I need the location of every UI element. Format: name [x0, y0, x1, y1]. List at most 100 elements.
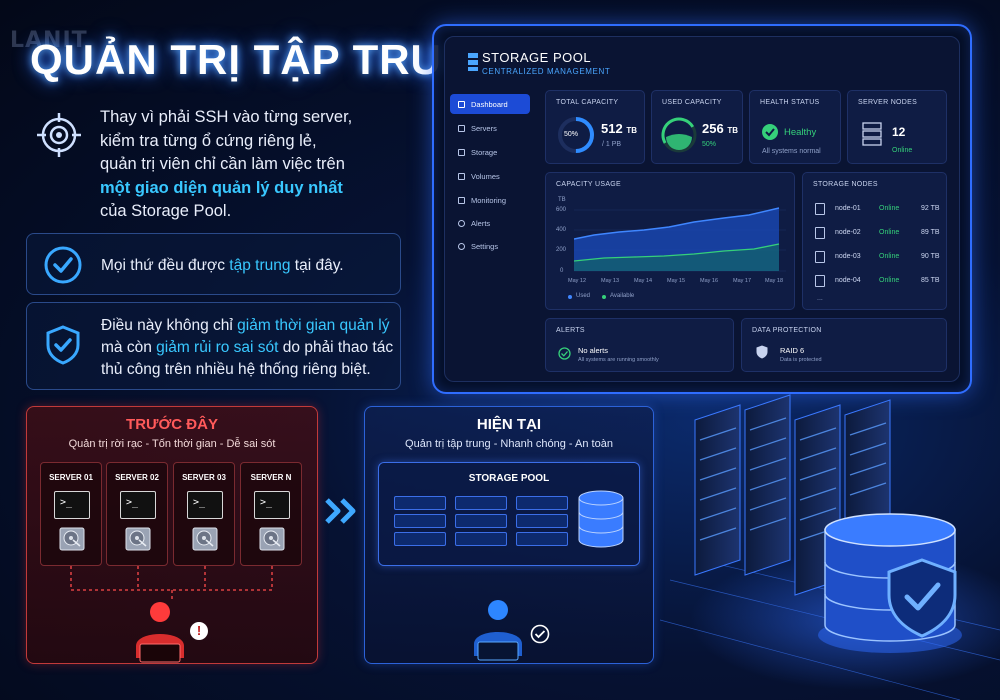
server-icon [815, 227, 825, 239]
storage-stack-icon [468, 53, 478, 71]
total-capacity-value: 512 TB [601, 121, 637, 136]
list-item[interactable]: node-02 Online 89 TB [815, 223, 950, 243]
server-nodes-card[interactable]: SERVER NODES 12 Online [847, 90, 947, 164]
risk-card: Điều này không chỉ giảm thời gian quản l… [26, 302, 401, 390]
server-icon [815, 203, 825, 215]
dashboard-sidebar: Dashboard Servers Storage Volumes Monito… [450, 90, 532, 370]
health-status-sub: All systems normal [762, 148, 821, 155]
card1-post: tại đây. [290, 257, 344, 274]
bell-icon [458, 219, 465, 227]
legend-available-dot [602, 295, 606, 299]
server-nodes-label: SERVER NODES [858, 99, 918, 106]
dashboard-subtitle: CENTRALIZED MANAGEMENT [482, 67, 611, 76]
watermark-logo: LANIT [10, 28, 88, 53]
health-status-label: HEALTH STATUS [760, 99, 820, 106]
server-nodes-sub: Online [892, 147, 913, 154]
storage-pool-title: STORAGE POOL [468, 473, 550, 484]
server-name: SERVER 02 [115, 473, 159, 482]
health-status-card[interactable]: HEALTH STATUS Healthy All systems normal [749, 90, 841, 164]
capacity-usage-card[interactable]: CAPACITY USAGE TB 600 400 200 0 May 12 M… [545, 172, 795, 310]
sidebar-item-volumes[interactable]: Volumes [450, 166, 530, 186]
shield-check-icon [887, 558, 957, 638]
server-card: SERVER 01 >_ [40, 462, 102, 566]
capacity-usage-label: CAPACITY USAGE [556, 181, 622, 188]
monitor-icon [458, 196, 465, 204]
server-icon [815, 251, 825, 263]
x-tick: May 18 [765, 278, 784, 284]
intro-line: kiểm tra từng ổ cứng riêng lẻ, [100, 131, 317, 150]
admin-user-red-icon [136, 602, 184, 663]
risk-text: Điều này không chỉ giảm thời gian quản l… [101, 315, 393, 381]
rack-unit [394, 514, 446, 528]
total-capacity-percent: 50% [564, 131, 579, 138]
check-circle-icon [762, 124, 778, 140]
list-item[interactable]: node-04 Online 85 TB [815, 271, 950, 291]
value: 512 [601, 121, 623, 136]
terminal-icon: >_ [54, 491, 90, 519]
shield-check-icon [46, 325, 80, 365]
sidebar-item-monitoring[interactable]: Monitoring [450, 190, 530, 210]
centralized-card: Mọi thứ đều được tập trung tại đây. [26, 233, 401, 295]
home-icon [458, 100, 465, 108]
list-item[interactable]: node-03 Online 90 TB [815, 247, 950, 267]
storage-nodes-label: STORAGE NODES [813, 181, 878, 188]
sidebar-item-label: Alerts [471, 218, 491, 228]
sidebar-item-label: Servers [471, 123, 497, 133]
target-icon [37, 113, 81, 157]
intro-line: Thay vì phải SSH vào từng server, [100, 108, 353, 126]
rack-unit [455, 514, 507, 528]
node-name: node-02 [835, 229, 861, 236]
rack-unit [516, 496, 568, 510]
more-nodes[interactable]: ... [817, 295, 823, 302]
x-tick: May 14 [634, 278, 653, 284]
warning-icon: ! [190, 622, 208, 640]
server-rack-icon [862, 122, 882, 146]
data-protection-card[interactable]: DATA PROTECTION RAID 6 Data is protected [741, 318, 947, 372]
health-status-value: Healthy [784, 127, 817, 138]
legend-used[interactable]: Used [576, 293, 591, 299]
hard-drive-icon [192, 527, 218, 551]
sidebar-item-alerts[interactable]: Alerts [450, 213, 530, 233]
node-name: node-03 [835, 253, 861, 260]
storage-nodes-card[interactable]: STORAGE NODES node-01 Online 92 TB node-… [802, 172, 947, 310]
total-capacity-ring [558, 117, 594, 153]
intro-line: của Storage Pool. [100, 202, 232, 220]
storage-icon [458, 148, 465, 156]
dashboard-title: STORAGE POOL [482, 50, 592, 65]
chart-unit: TB [558, 197, 566, 203]
intro-text: Thay vì phải SSH vào từng server, kiểm t… [100, 106, 400, 224]
rack-unit [394, 496, 446, 510]
node-size: 85 TB [921, 277, 940, 284]
y-tick: 200 [556, 247, 567, 253]
legend-used-dot [568, 295, 572, 299]
now-title: HIỆN TẠI [476, 416, 542, 433]
alerts-card[interactable]: ALERTS No alerts All systems are running… [545, 318, 734, 372]
server-name: SERVER 01 [49, 473, 93, 482]
list-item[interactable]: node-01 Online 92 TB [815, 199, 950, 219]
total-capacity-label: TOTAL CAPACITY [556, 99, 619, 106]
volume-icon [458, 172, 465, 180]
total-capacity-card[interactable]: TOTAL CAPACITY 50% 512 TB / 1 PB [545, 90, 645, 164]
connection-lines [70, 566, 273, 600]
used-capacity-card[interactable]: USED CAPACITY 256 TB 50% [651, 90, 743, 164]
admin-user-blue-icon [474, 600, 522, 661]
before-title: TRƯỚC ĐÂY [126, 416, 218, 433]
centralized-text: Mọi thứ đều được tập trung tại đây. [101, 255, 344, 277]
sidebar-item-settings[interactable]: Settings [450, 236, 530, 256]
data-protection-sub: Data is protected [780, 357, 822, 363]
server-icon [458, 124, 465, 132]
now-subtitle: Quản trị tập trung - Nhanh chóng - An to… [405, 438, 613, 450]
node-status: Online [879, 253, 900, 260]
value: 256 [702, 121, 724, 136]
sidebar-item-servers[interactable]: Servers [450, 118, 530, 138]
total-capacity-sub: / 1 PB [602, 141, 622, 148]
database-icon [578, 490, 624, 548]
datacenter-illustration [660, 394, 1000, 700]
sidebar-item-dashboard[interactable]: Dashboard [450, 94, 530, 114]
sidebar-item-storage[interactable]: Storage [450, 142, 530, 162]
page-title: QUẢN TRỊ TẬP TRUNG [30, 36, 507, 83]
legend-available[interactable]: Available [610, 293, 635, 299]
alerts-sub: All systems are running smoothly [578, 357, 659, 363]
terminal-icon: >_ [254, 491, 290, 519]
y-tick: 400 [556, 227, 567, 233]
